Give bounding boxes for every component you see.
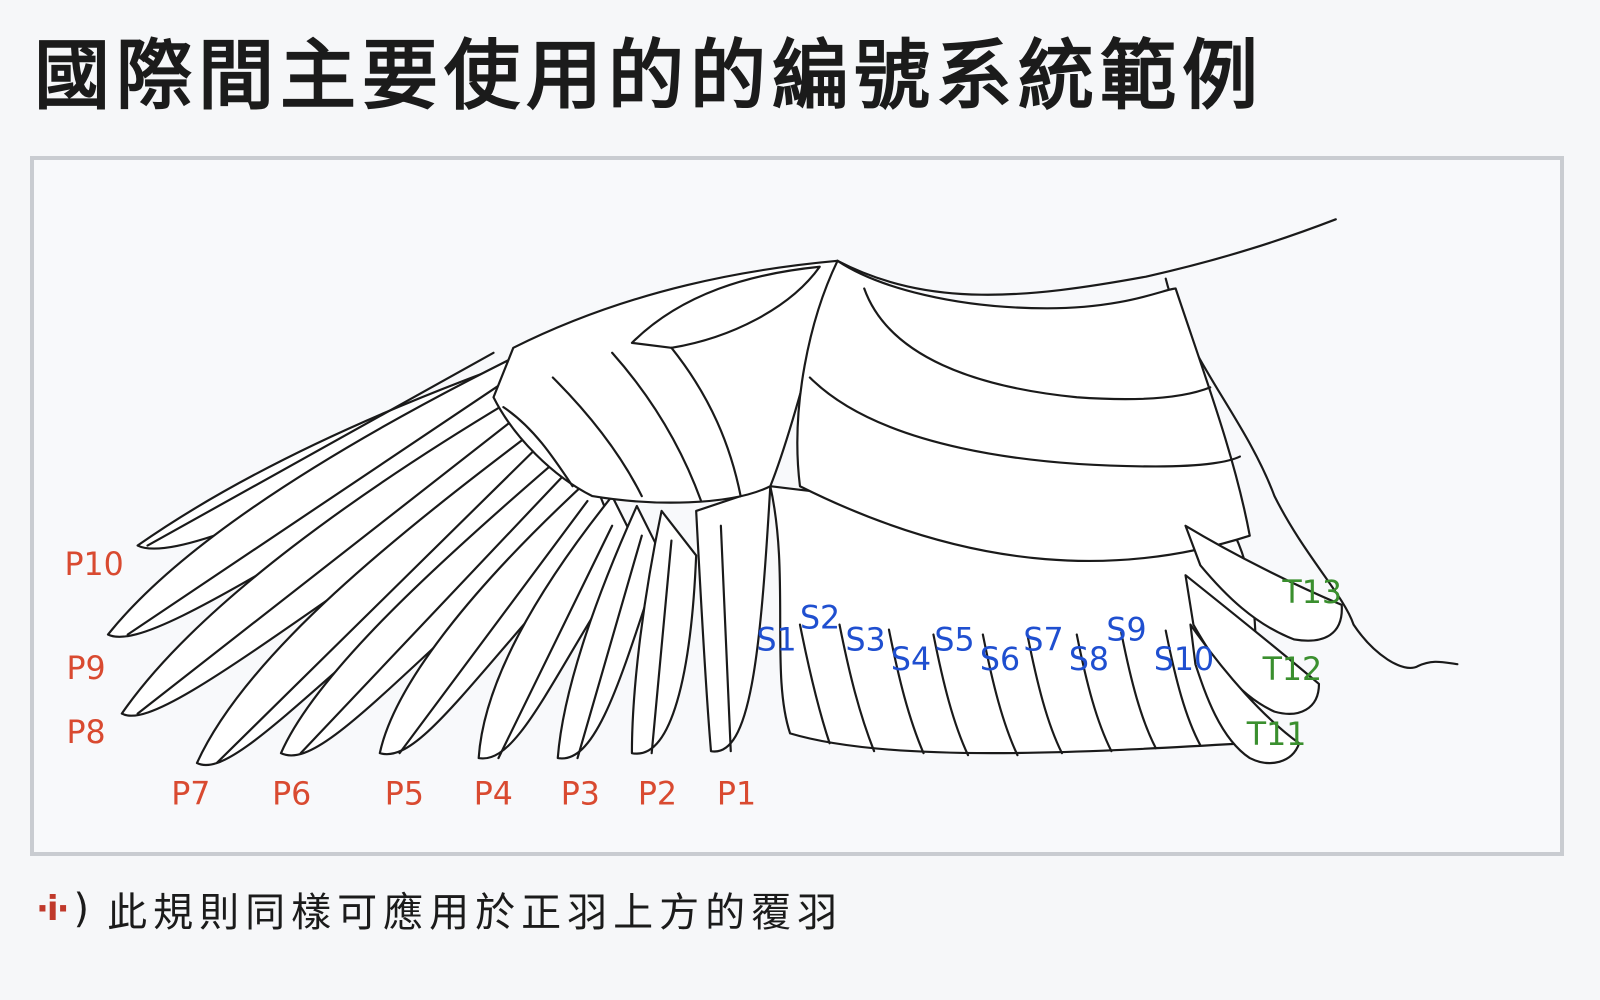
label-p3: P3	[561, 777, 600, 813]
alula-outline	[630, 265, 821, 349]
label-s2: S2	[800, 601, 840, 637]
label-p2: P2	[638, 777, 677, 813]
primary-feather-4	[477, 495, 638, 760]
primary-feather-2	[630, 509, 698, 755]
label-s4: S4	[891, 642, 931, 678]
label-s10: S10	[1154, 642, 1214, 678]
label-t12: T12	[1262, 652, 1323, 688]
label-p7: P7	[171, 777, 210, 813]
tail-edge	[1164, 277, 1459, 669]
label-p10: P10	[64, 547, 123, 583]
tertial-feather-13	[1184, 524, 1343, 642]
covert-scallops-middle	[808, 376, 1241, 468]
label-p8: P8	[66, 715, 105, 751]
label-s3: S3	[845, 622, 885, 658]
tertial-feathers	[1184, 524, 1343, 765]
primary-feathers	[106, 259, 839, 766]
secondary-feather-edges	[798, 623, 1202, 757]
label-s6: S6	[980, 642, 1020, 678]
page-title: 國際間主要使用的的編號系統範例	[34, 31, 1264, 120]
label-t13: T13	[1281, 575, 1342, 611]
info-icon: ·i·	[36, 889, 69, 929]
primary-covert-scallops	[502, 346, 742, 503]
label-s1: S1	[756, 622, 796, 658]
wing-diagram-frame: P10 P9 P8 P7 P6 P5 P4 P3 P2 P1 S1 S2 S3 …	[30, 156, 1564, 856]
label-p4: P4	[474, 777, 513, 813]
back-outline	[836, 218, 1337, 296]
label-s5: S5	[934, 622, 974, 658]
covert-scallops-upper	[863, 287, 1212, 401]
wing-diagram: P10 P9 P8 P7 P6 P5 P4 P3 P2 P1 S1 S2 S3 …	[64, 218, 1459, 813]
caption: ·i· ) 此規則同樣可應用於正羽上方的覆羽	[36, 880, 843, 938]
primary-shafts	[126, 351, 732, 765]
caption-paren: )	[73, 886, 90, 932]
label-p1: P1	[717, 777, 756, 813]
primary-feather-1	[695, 485, 772, 753]
secondary-coverts	[796, 259, 1251, 563]
label-s9: S9	[1106, 612, 1146, 648]
tertial-feather-11	[1189, 623, 1301, 765]
label-t11: T11	[1246, 717, 1307, 753]
label-s8: S8	[1069, 642, 1109, 678]
primary-feather-3	[556, 504, 663, 760]
label-p9: P9	[66, 651, 105, 687]
label-p6: P6	[272, 777, 311, 813]
label-s7: S7	[1023, 622, 1063, 658]
label-p5: P5	[385, 777, 424, 813]
caption-text: 此規則同樣可應用於正羽上方的覆羽	[107, 890, 844, 936]
